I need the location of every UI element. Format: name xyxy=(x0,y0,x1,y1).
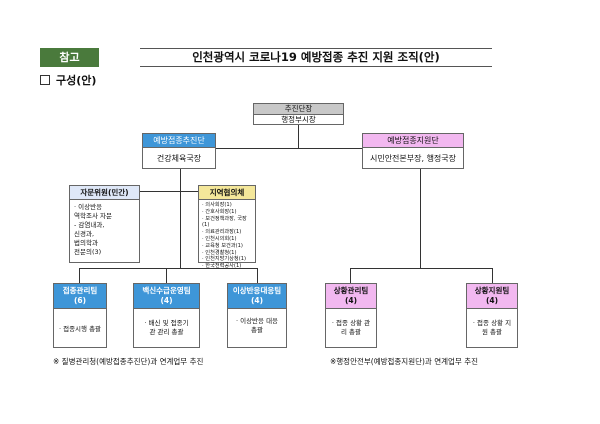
advisory-line: 역학조사 자문 xyxy=(74,212,112,220)
support-group-box: 예방접종지원단 시민안전본부장, 행정국장 xyxy=(362,133,464,169)
team-name: 접종관리팀 xyxy=(62,286,98,295)
council-line: · 교육청 보건과(1) xyxy=(202,242,243,249)
advisory-line: · 이상반응 xyxy=(74,203,103,211)
team-count: (4) xyxy=(344,296,358,305)
team-desc: · 배신 및 접종기관 관리 총괄 xyxy=(144,319,189,336)
council-title: 지역협의체 xyxy=(199,186,255,200)
connector-team5 xyxy=(492,268,493,283)
council-line: · 인천지방기상청(1) xyxy=(202,256,247,263)
promotion-group-title: 예방접종추진단 xyxy=(143,134,215,148)
director-box: 추진단장 행정부시장 xyxy=(253,103,344,125)
team-vaccine-supply: 백신수급운영팀 (4) · 배신 및 접종기관 관리 총괄 xyxy=(133,283,200,348)
team-header: 백신수급운영팀 (4) xyxy=(134,284,199,309)
team-name: 상황지원팀 xyxy=(474,286,510,295)
team-name: 상황관리팀 xyxy=(333,286,369,295)
advisory-list: · 이상반응 역학조사 자문 - 감염내과, 신경과, 법의학과 전문의(3) xyxy=(70,200,139,260)
team-desc: · 접종 상황 관리 총괄 xyxy=(331,319,371,336)
team-header: 상황지원팀 (4) xyxy=(467,284,517,309)
note-left: ※ 질병관리청(예방접종추진단)과 연계업무 추진 xyxy=(53,357,204,366)
director-sub: 행정부시장 xyxy=(281,115,316,124)
council-line: · 의료관리과장(1) xyxy=(202,229,242,236)
team-count: (4) xyxy=(250,296,264,305)
connector-top-horizontal xyxy=(212,148,390,149)
advisory-line: 신경과, xyxy=(74,230,95,238)
connector-team3 xyxy=(257,268,258,283)
team-count: (6) xyxy=(73,296,87,305)
team-desc: · 접종시행 총괄 xyxy=(58,325,102,333)
connector-left-bar xyxy=(79,268,257,269)
connector-advisory xyxy=(140,191,180,192)
connector-right-down xyxy=(420,169,421,269)
council-line: · 간호사회장(1) xyxy=(202,208,237,215)
team-name: 백신수급운영팀 xyxy=(142,286,191,295)
connector-right-bar xyxy=(350,268,492,269)
director-title: 추진단장 xyxy=(254,104,343,115)
advisory-line: 전문의(3) xyxy=(74,248,102,256)
reference-badge: 참고 xyxy=(40,48,99,67)
advisory-line: 법의학과 xyxy=(74,239,98,247)
connector-top-down xyxy=(298,124,299,148)
title-top-rule xyxy=(140,48,492,49)
council-box: 지역협의체 · 의사회장(1) · 간호사회장(1) · 보건정책과장, 국장(… xyxy=(198,185,256,269)
advisory-box: 자문위원(민간) · 이상반응 역학조사 자문 - 감염내과, 신경과, 법의학… xyxy=(69,185,140,263)
team-desc: · 이상반응 대응 총괄 xyxy=(235,317,279,334)
team-situation-support: 상황지원팀 (4) · 접종 상황 지원 총괄 xyxy=(466,283,518,348)
advisory-line: - 감염내과, xyxy=(74,221,105,229)
council-line: · 인천시의회(1) xyxy=(202,235,237,242)
team-adverse-response: 이상반응대응팀 (4) · 이상반응 대응 총괄 xyxy=(227,283,287,348)
team-count: (4) xyxy=(160,296,173,305)
team-header: 이상반응대응팀 (4) xyxy=(228,284,286,309)
checkbox-square-icon xyxy=(40,75,50,85)
council-line: · 인천경찰청(1) xyxy=(202,249,237,256)
section-heading: 구성(안) xyxy=(40,72,96,88)
council-line: · 보건정책과장, 국장(1) xyxy=(202,215,247,229)
promotion-group-sub: 건강체육국장 xyxy=(156,154,202,163)
section-label: 구성(안) xyxy=(56,74,97,87)
page-title: 인천광역시 코로나19 예방접종 추진 지원 조직(안) xyxy=(140,48,492,67)
support-group-title: 예방접종지원단 xyxy=(363,134,463,148)
team-situation-management: 상황관리팀 (4) · 접종 상황 관리 총괄 xyxy=(325,283,377,348)
connector-left-down xyxy=(180,169,181,269)
support-group-sub: 시민안전본부장, 행정국장 xyxy=(369,154,457,163)
council-line: · 한국전력공사(1) xyxy=(202,263,242,270)
team-header: 상황관리팀 (4) xyxy=(326,284,376,309)
team-vaccination-management: 접종관리팀 (6) · 접종시행 총괄 xyxy=(53,283,107,348)
connector-team2 xyxy=(166,268,167,283)
council-list: · 의사회장(1) · 간호사회장(1) · 보건정책과장, 국장(1) · 의… xyxy=(199,200,255,272)
team-header: 접종관리팀 (6) xyxy=(54,284,106,309)
connector-team4 xyxy=(350,268,351,283)
team-desc: · 접종 상황 지원 총괄 xyxy=(472,319,512,336)
connector-council xyxy=(180,191,198,192)
team-name: 이상반응대응팀 xyxy=(232,286,282,295)
team-count: (4) xyxy=(485,296,499,305)
advisory-title: 자문위원(민간) xyxy=(70,186,139,200)
council-line: · 의사회장(1) xyxy=(202,202,232,208)
promotion-group-box: 예방접종추진단 건강체육국장 xyxy=(142,133,216,169)
note-right: ※행정안전부(예방접종지원단)과 연계업무 추진 xyxy=(330,357,479,366)
connector-team1 xyxy=(79,268,80,283)
